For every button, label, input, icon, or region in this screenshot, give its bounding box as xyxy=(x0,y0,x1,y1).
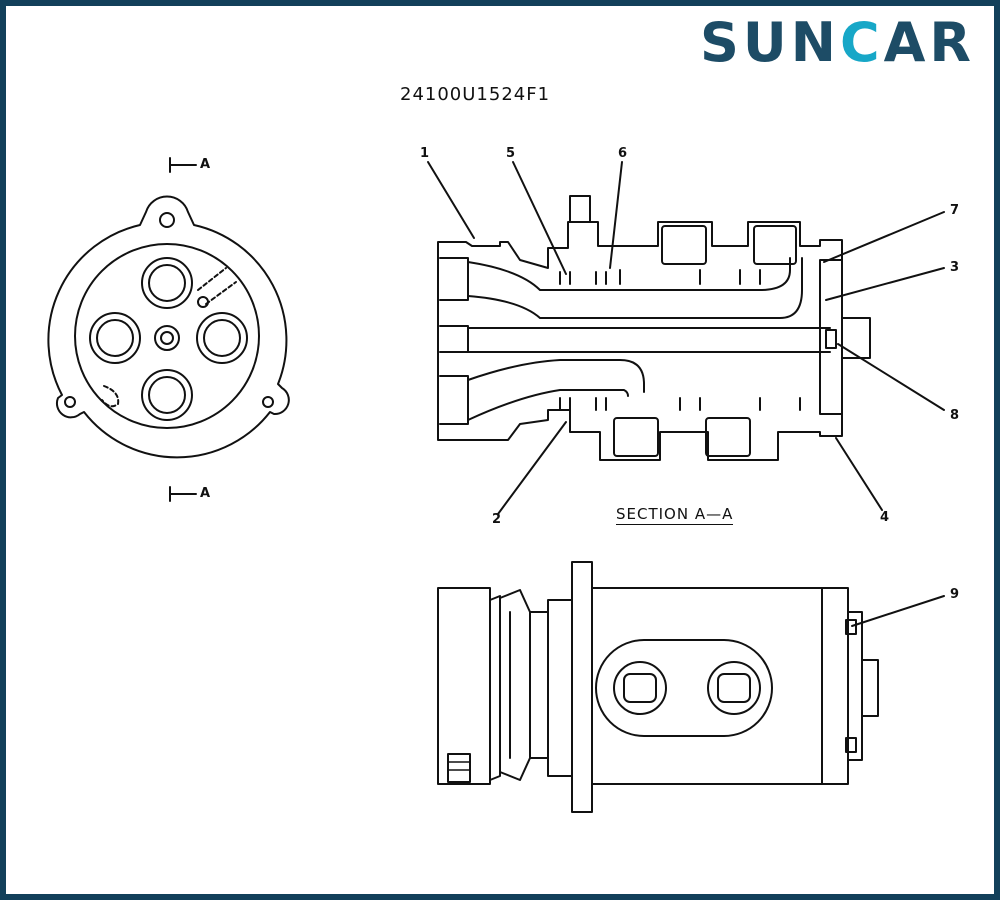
port-bottom xyxy=(141,369,193,421)
port-fitting xyxy=(661,225,707,265)
callout-2: 2 xyxy=(492,512,502,527)
center-port xyxy=(154,325,180,351)
callout-3: 3 xyxy=(950,260,960,275)
end-plug xyxy=(861,659,879,717)
plug xyxy=(841,317,871,359)
callout-7: 7 xyxy=(950,203,960,218)
callout-8: 8 xyxy=(950,408,960,423)
port-pad xyxy=(595,639,773,737)
lower-passage xyxy=(467,359,645,393)
port-fitting xyxy=(613,661,667,715)
section-view xyxy=(427,161,945,515)
section-marker-label: A xyxy=(200,486,211,501)
logo-c: C xyxy=(839,11,884,74)
hidden-passage xyxy=(101,385,120,408)
set-screw xyxy=(447,753,471,783)
main-body xyxy=(591,587,823,785)
port-fitting xyxy=(705,417,751,457)
section-marker-bottom xyxy=(169,486,197,502)
logo-ar: AR xyxy=(883,11,975,74)
section-marker-top xyxy=(169,157,197,173)
upper-passage xyxy=(467,257,791,291)
section-title: SECTION A—A xyxy=(616,505,734,525)
callout-9: 9 xyxy=(950,587,960,602)
mounting-flange xyxy=(571,561,593,813)
neck xyxy=(547,599,573,777)
flange-bolt-hole xyxy=(64,396,76,408)
callout-4: 4 xyxy=(880,510,890,525)
port-right xyxy=(196,312,248,364)
port-fitting xyxy=(707,661,761,715)
hidden-passage xyxy=(197,267,237,305)
port-left xyxy=(89,312,141,364)
section-marker-label: A xyxy=(200,157,211,172)
port-fitting xyxy=(613,417,659,457)
cover xyxy=(819,259,843,415)
rear-hub xyxy=(437,587,491,785)
logo-sun: SUN xyxy=(700,11,840,74)
top-fitting xyxy=(569,195,591,223)
port-fitting xyxy=(753,225,797,265)
end-cap xyxy=(821,587,849,785)
port-top xyxy=(141,257,193,309)
body-circle xyxy=(74,243,260,429)
callout-6: 6 xyxy=(618,146,628,161)
side-view xyxy=(437,561,945,813)
flange-bolt-hole xyxy=(262,396,274,408)
callout-1: 1 xyxy=(420,146,430,161)
collar xyxy=(499,589,549,781)
callout-5: 5 xyxy=(506,146,516,161)
o-ring xyxy=(825,329,837,349)
swivel-housing xyxy=(437,221,843,461)
flange-bolt-hole xyxy=(159,212,175,228)
flange-outline xyxy=(47,195,290,459)
part-number: 24100U1524F1 xyxy=(400,84,551,105)
end-view xyxy=(47,157,290,502)
brand-logo: SUNCAR xyxy=(700,12,975,74)
